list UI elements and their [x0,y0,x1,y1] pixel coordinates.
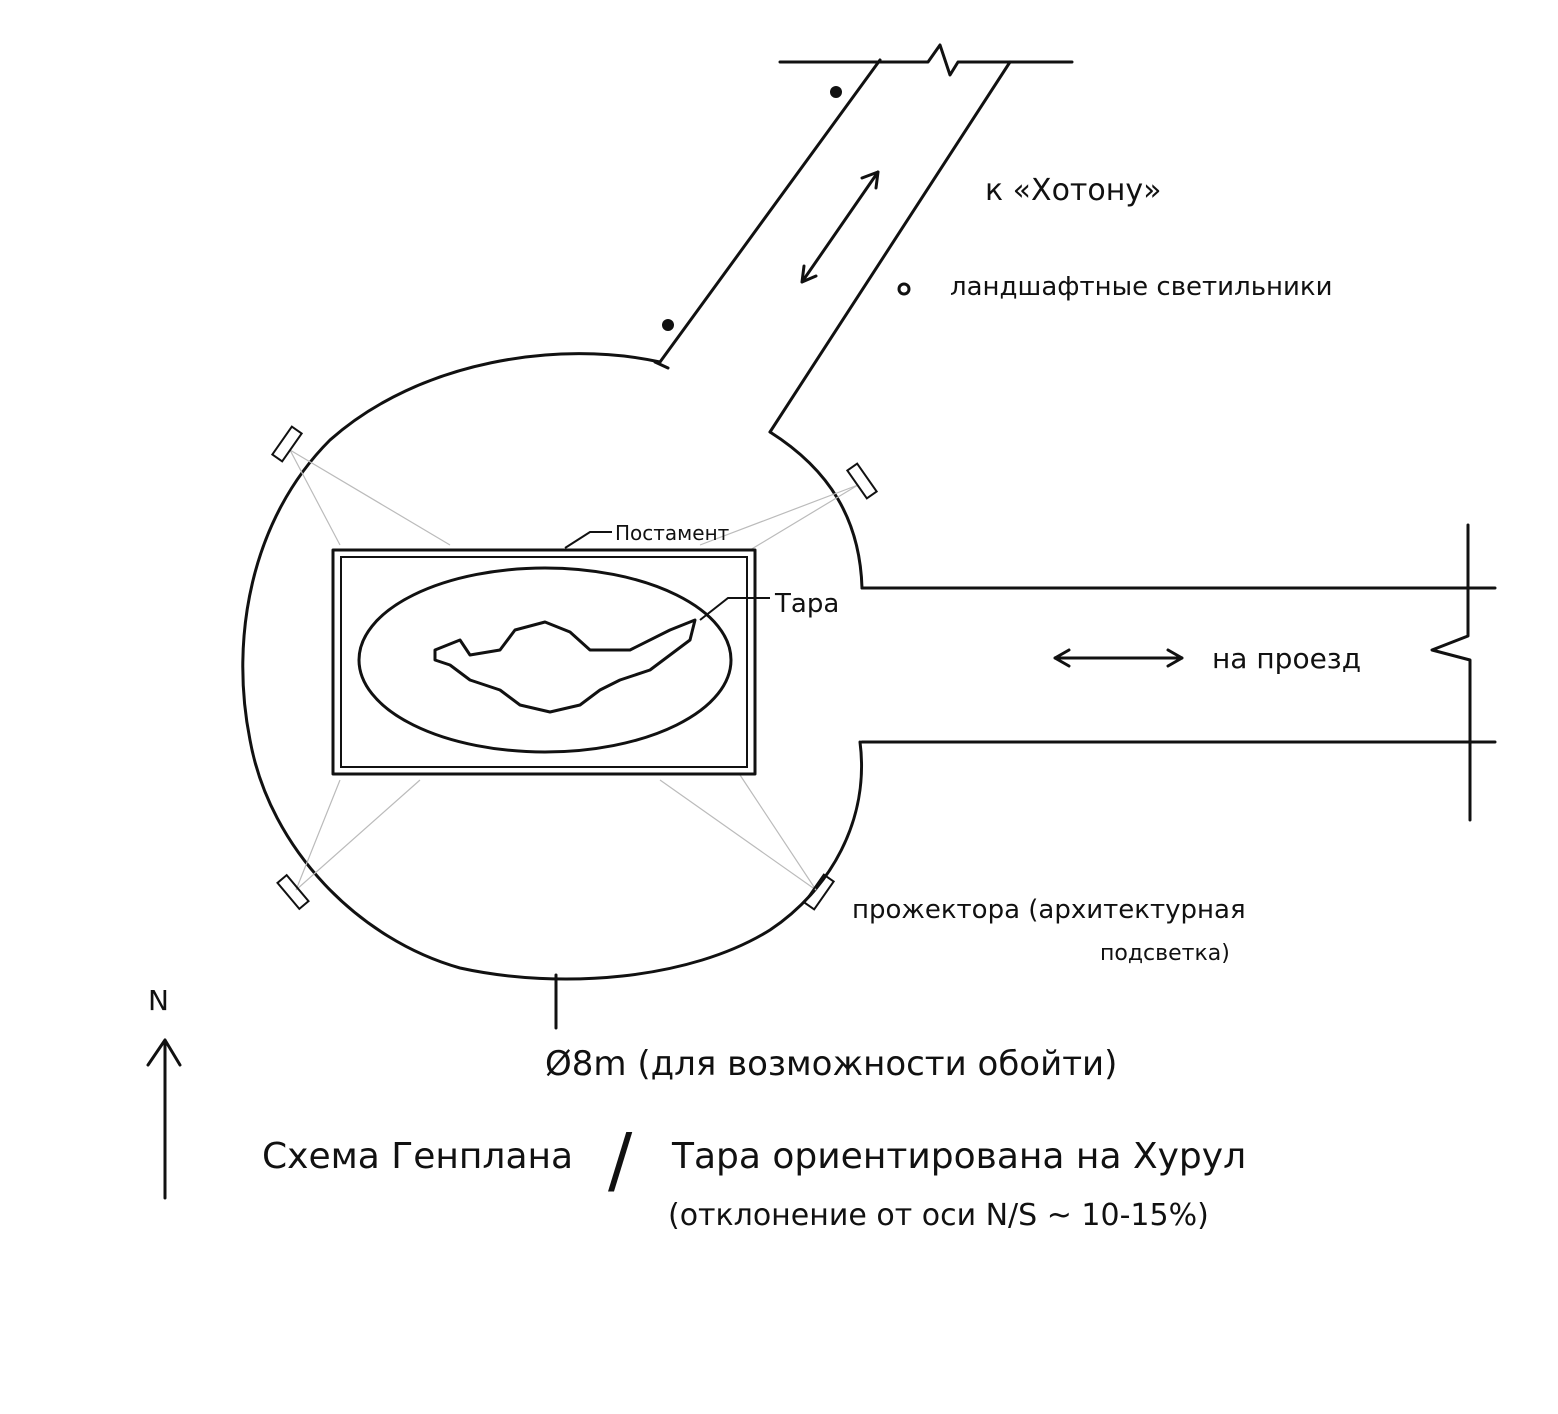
label-tara: Тара [774,589,839,619]
label-diameter: Ø8m (для возможности обойти) [545,1044,1117,1084]
north-arrow [146,1038,182,1200]
label-to-driveway: на проезд [1212,642,1361,675]
spotlight-beams [289,449,859,891]
north-label: N [148,984,169,1017]
separator-slash: / [608,1118,633,1202]
label-spotlights-2: подсветка) [1100,941,1230,966]
double-arrow-east [1053,648,1184,668]
landscape-light-icon [830,86,842,98]
label-to-hoton: к «Хотону» [985,173,1161,208]
spotlight-icon [845,462,879,500]
label-orientation-note: (отклонение от оси N/S ~ 10-15%) [668,1198,1209,1233]
double-arrow-ne [800,170,880,284]
label-pedestal: Постамент [615,521,730,545]
label-spotlights: прожектора (архитектурная [852,895,1246,925]
label-orientation: Тара ориентирована на Хурул [671,1136,1246,1177]
spotlight-icon [802,873,836,911]
plaza-circle [241,352,864,981]
landscape-light-icon [662,319,674,331]
spotlight-icon [276,873,310,911]
plan-title: Схема Генплана [262,1136,573,1177]
path-to-hoton [653,43,1074,434]
spotlight-icon [270,425,304,463]
pedestal [331,531,757,776]
tara-ellipse [357,566,770,754]
driveway-east [860,523,1497,822]
landscape-light-legend-icon [897,282,911,296]
label-landscape-lights: ландшафтные светильники [950,272,1333,302]
